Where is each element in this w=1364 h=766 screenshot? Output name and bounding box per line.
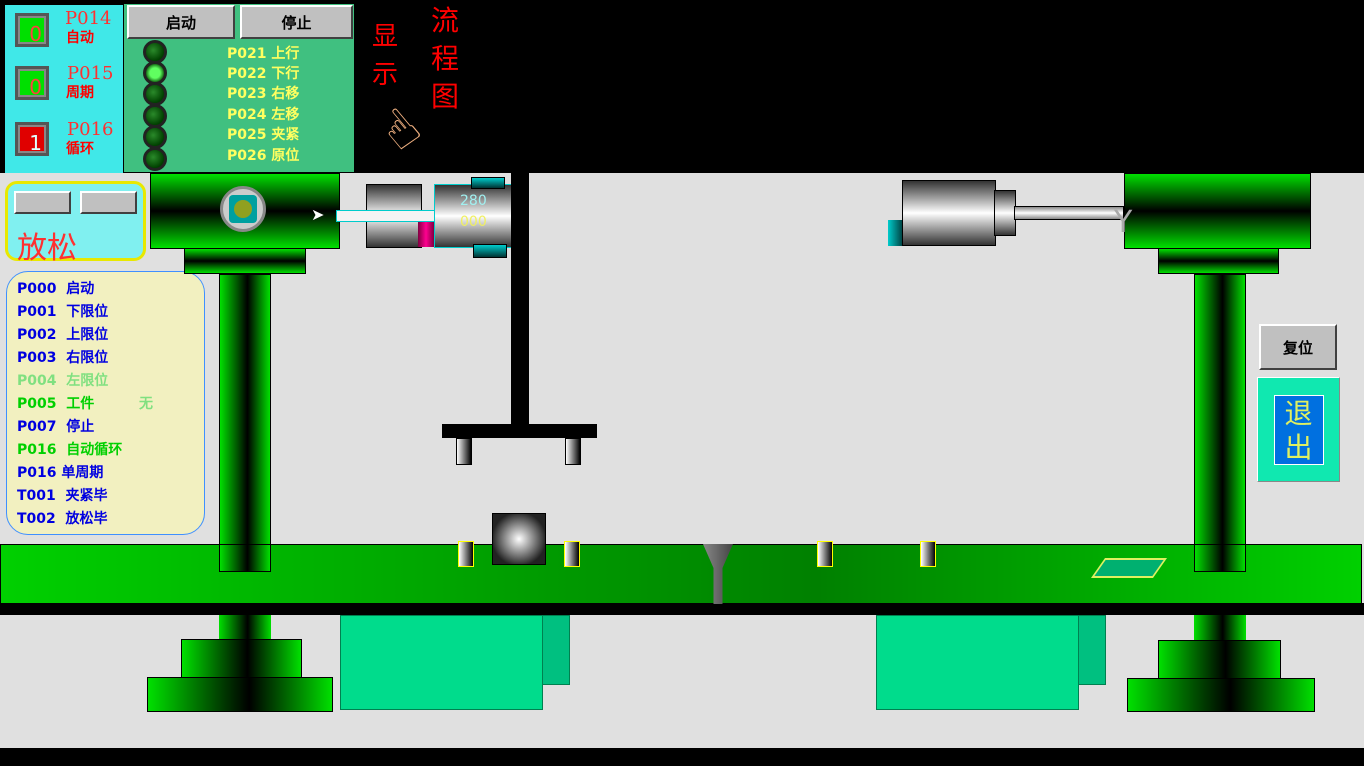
selector-name: 周期 — [66, 85, 94, 101]
right-piston-rod — [1014, 206, 1124, 220]
cylinder-tab — [471, 177, 505, 189]
right-cylinder-body — [902, 180, 996, 246]
right-column — [1194, 274, 1246, 572]
selector-name: 自动 — [66, 30, 94, 46]
gripper-bar — [442, 424, 597, 438]
gripper-finger — [565, 438, 581, 465]
right-base-lower — [1127, 678, 1315, 712]
release-button[interactable] — [80, 191, 137, 214]
show-flowchart-label[interactable]: 显示 — [372, 22, 399, 90]
output-lamp — [143, 40, 167, 64]
rotary-knob-icon[interactable] — [220, 186, 266, 232]
input-status-item: T002 放松毕 — [17, 511, 108, 527]
right-cylinder-neck — [994, 190, 1016, 236]
left-tank — [340, 615, 543, 710]
sensor-post — [817, 541, 833, 567]
selector-p016[interactable]: 1 — [15, 122, 49, 156]
exit-label: 退出 — [1273, 394, 1324, 465]
output-lamp — [143, 147, 167, 171]
input-status-item: P004 左限位 — [17, 373, 109, 389]
workpiece-block — [492, 513, 546, 565]
clamp-button[interactable] — [14, 191, 71, 214]
selector-value: 0 — [29, 75, 42, 99]
conveyor-base-line — [0, 603, 1364, 615]
right-cylinder-cap — [888, 220, 904, 246]
input-status-item: P007 停止 — [17, 419, 95, 435]
position-readout-1: 280 — [460, 193, 487, 209]
left-base-upper — [181, 639, 302, 679]
selector-name: 循环 — [66, 141, 94, 157]
selector-code: P014 — [65, 8, 112, 29]
selector-code: P016 — [67, 119, 114, 140]
right-tank — [876, 615, 1079, 710]
exit-button[interactable]: 退出 — [1257, 377, 1340, 482]
right-base-upper — [1158, 640, 1281, 680]
input-list — [6, 271, 205, 535]
start-button[interactable]: 启动 — [127, 5, 235, 39]
piston-rod — [336, 210, 446, 222]
input-status-item: P002 上限位 — [17, 327, 109, 343]
right-tank-side — [1076, 615, 1106, 685]
magenta-block — [418, 222, 434, 247]
selector-p015[interactable]: 0 — [15, 66, 49, 100]
input-status-item: P000 启动 — [17, 281, 95, 297]
input-status-item: P016 单周期 — [17, 465, 104, 481]
selector-value: 0 — [29, 22, 42, 46]
output-label: P024 左移 — [227, 107, 300, 123]
output-label: P026 原位 — [227, 148, 300, 164]
input-status-item: P003 右限位 — [17, 350, 109, 366]
y-fitting-icon: Y — [1114, 205, 1133, 240]
clamp-status: 放松 — [17, 231, 77, 266]
left-base-lower — [147, 677, 333, 712]
bottom-band — [0, 748, 1364, 766]
left-column — [219, 274, 271, 572]
input-status-item: P001 下限位 — [17, 304, 109, 320]
output-label: P022 下行 — [227, 66, 300, 82]
output-label: P021 上行 — [227, 46, 300, 62]
mouse-cursor-icon: ➤ — [311, 205, 325, 224]
right-crossbeam — [1124, 173, 1311, 249]
output-label: P025 夹紧 — [227, 127, 300, 143]
right-beam-cap — [1158, 248, 1279, 274]
selector-p014[interactable]: 0 — [15, 13, 49, 47]
left-column-base-post — [219, 615, 271, 640]
position-readout-2: 000 — [460, 214, 487, 230]
output-lamp — [143, 82, 167, 106]
input-status-item: P016 自动循环 — [17, 442, 123, 458]
sensor-post — [458, 541, 474, 567]
flowchart-label[interactable]: 流程图 — [431, 4, 460, 113]
workpiece-status: 无 — [139, 396, 153, 412]
selector-code: P015 — [67, 63, 114, 84]
sensor-post — [920, 541, 936, 567]
input-status-item: P005 工件 — [17, 396, 95, 412]
reset-button[interactable]: 复位 — [1259, 324, 1337, 370]
left-column-lower — [219, 544, 271, 572]
right-column-base-post — [1194, 615, 1246, 640]
sensor-post — [564, 541, 580, 567]
right-column-lower — [1194, 544, 1246, 572]
vertical-arm — [511, 173, 529, 427]
selector-value: 1 — [29, 131, 42, 155]
gripper-finger — [456, 438, 472, 465]
conveyor-belt — [0, 544, 1362, 604]
left-tank-side — [540, 615, 570, 685]
left-beam-cap — [184, 248, 306, 274]
input-status-item: T001 夹紧毕 — [17, 488, 108, 504]
output-lamp — [143, 125, 167, 149]
cylinder-tab — [473, 244, 507, 258]
output-label: P023 右移 — [227, 86, 300, 102]
stop-button[interactable]: 停止 — [240, 5, 353, 39]
output-lamp — [143, 61, 167, 85]
